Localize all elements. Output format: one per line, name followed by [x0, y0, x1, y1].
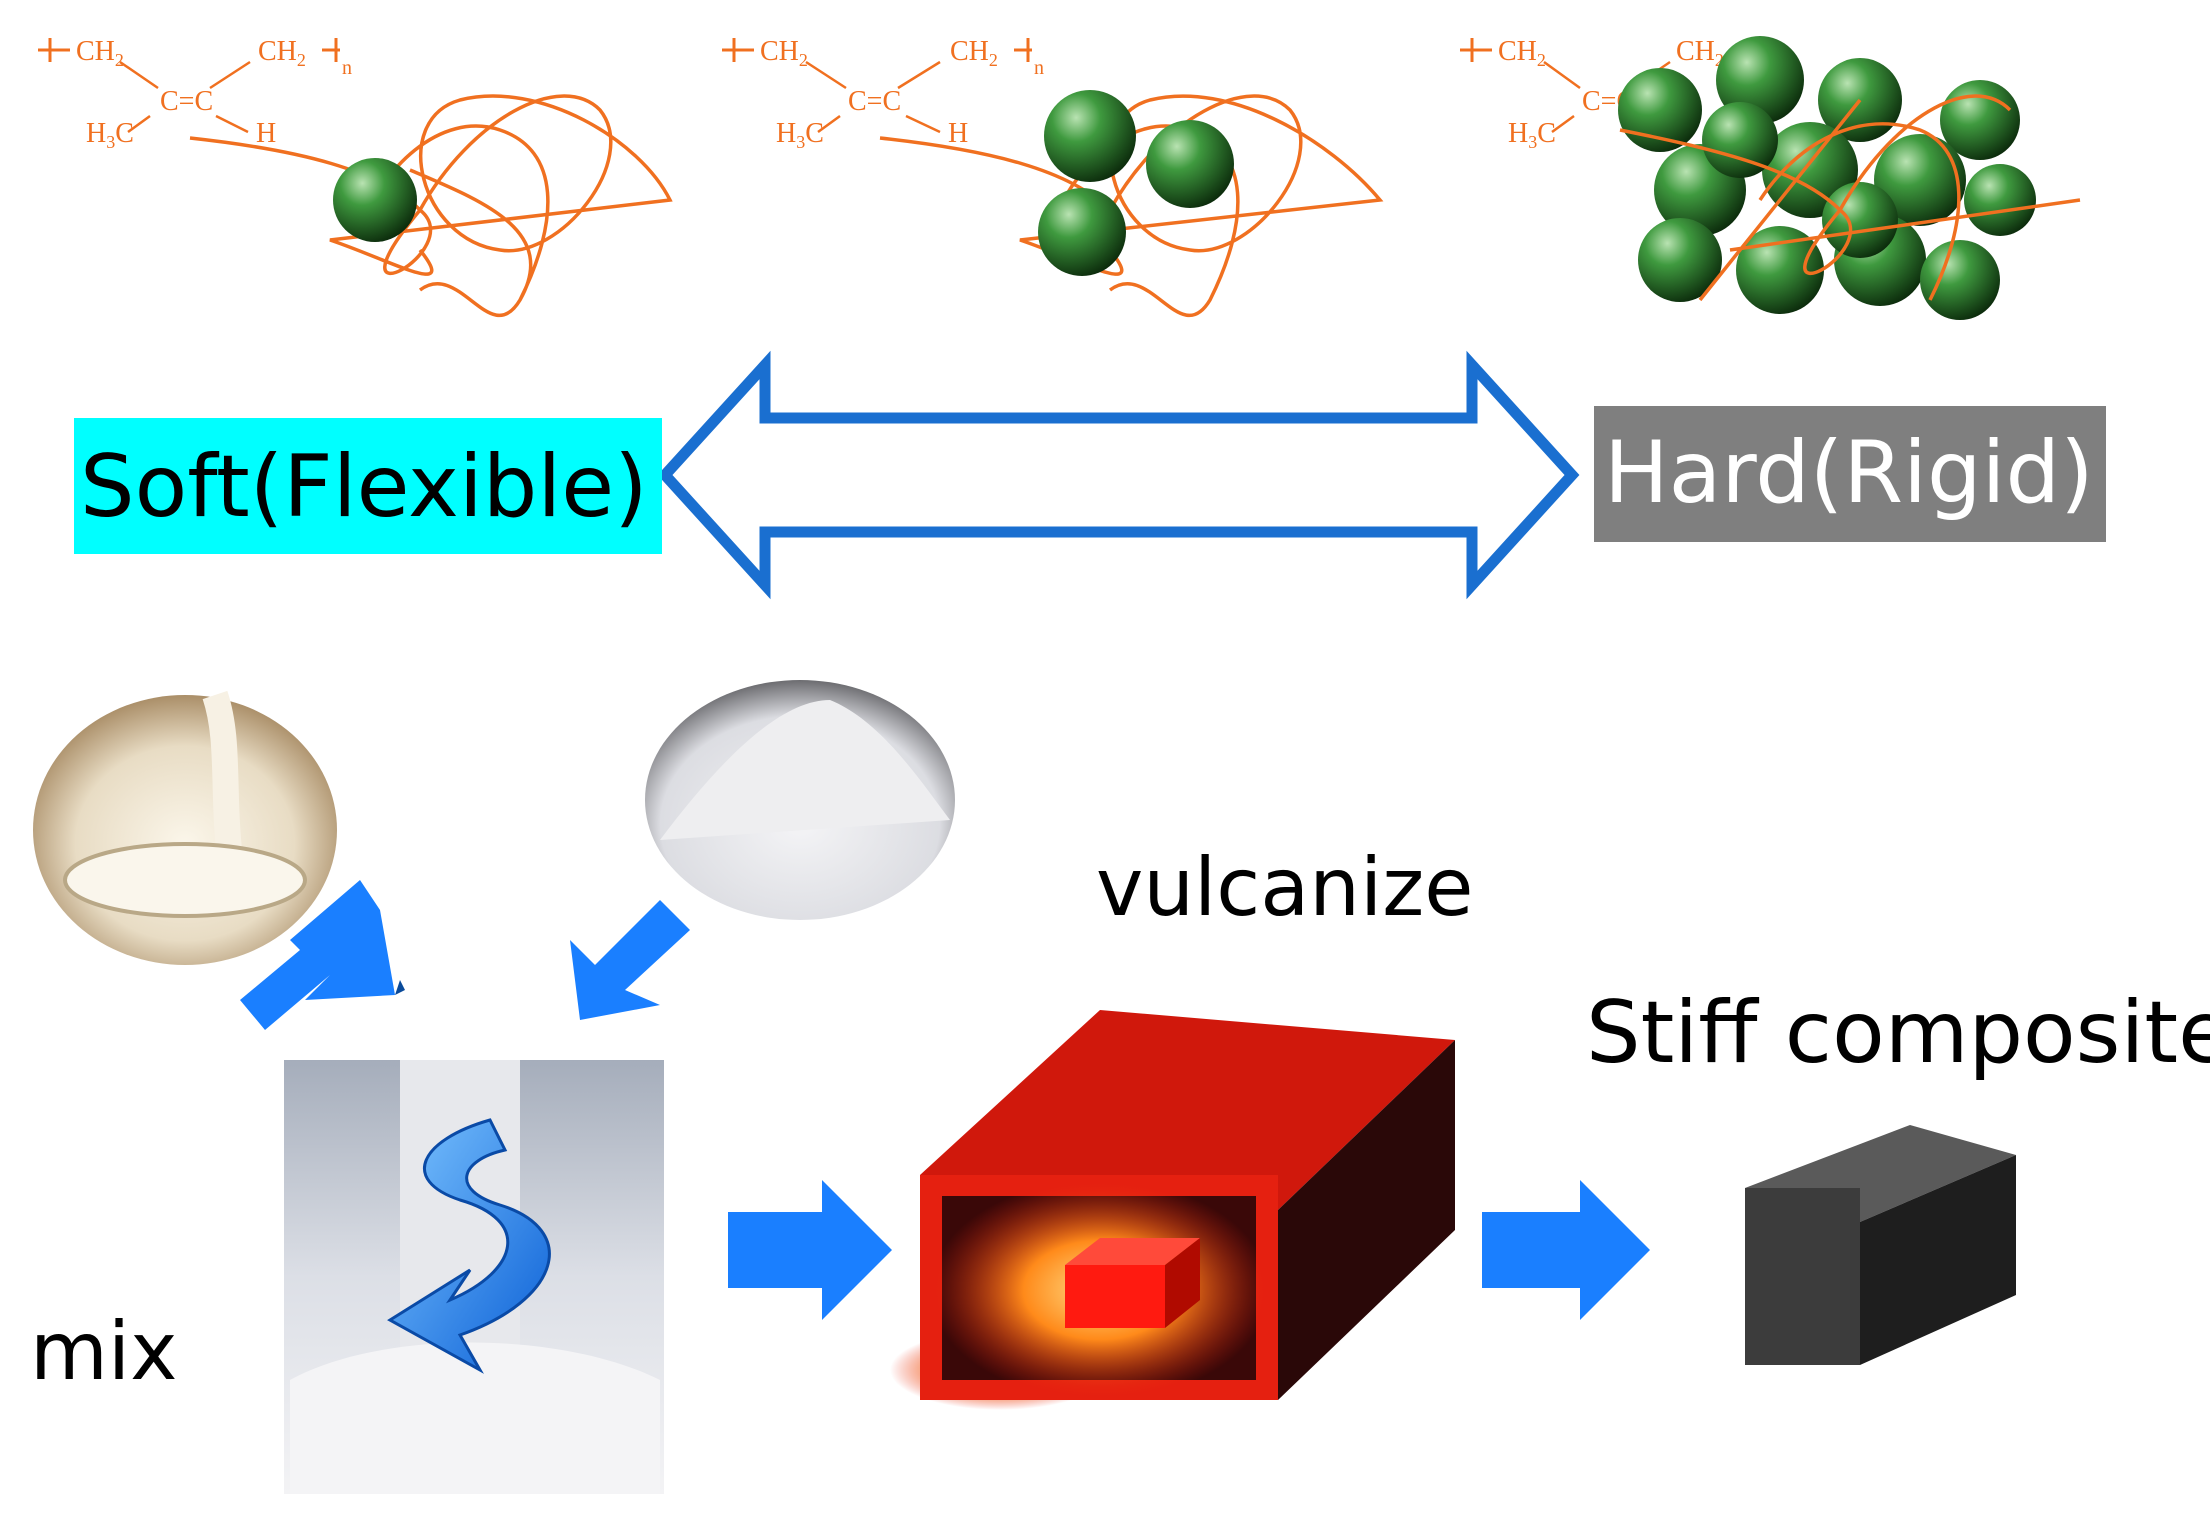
formula-n: n [342, 57, 352, 79]
svg-text:CH2: CH2 [1498, 36, 1546, 70]
polymer-panel-soft: CH2 C=C CH2 n H3C H [38, 36, 673, 318]
mix-label: mix [30, 1305, 178, 1398]
arrow-mix-to-oven [728, 1180, 892, 1320]
soft-flexible-label: Soft(Flexible) [74, 418, 662, 554]
filler-sphere [333, 158, 417, 242]
arrow-powder-to-mix [570, 900, 690, 1020]
svg-text:CH2: CH2 [950, 36, 998, 70]
polymer-formula: CH2 C=C CH2 n H3C H [722, 36, 1044, 152]
polymer-chain [1619, 94, 2081, 302]
polymer-panel-mid: CH2 C=C CH2 n H3C H [722, 36, 1384, 318]
filler-sphere [1146, 120, 1234, 208]
svg-text:H3C: H3C [1508, 118, 1556, 152]
mixing-swirl-icon [387, 1118, 551, 1374]
svg-text:CH2: CH2 [1676, 36, 1724, 70]
polymer-panel-hard: CH2 C=C CH2 H3C [1460, 36, 2081, 320]
svg-text:n: n [1034, 57, 1044, 79]
arrow-oven-to-composite [1482, 1180, 1650, 1320]
formula-h: H [256, 118, 276, 149]
oven-box-icon [890, 1010, 1455, 1410]
powder-photo [645, 680, 955, 920]
svg-text:C=C: C=C [848, 86, 901, 117]
formula-ch2-left: CH2 [76, 36, 124, 70]
filler-sphere [1044, 90, 1136, 182]
svg-text:H: H [948, 118, 968, 149]
composite-block-icon [1745, 1125, 2016, 1365]
filler-cluster [1618, 36, 2036, 320]
arrow-latex-to-mix [240, 880, 405, 1030]
mix-photo [284, 1060, 664, 1494]
hard-rigid-label: Hard(Rigid) [1594, 406, 2106, 542]
latex-photo [33, 690, 337, 965]
formula-ch2-right: CH2 [258, 36, 306, 70]
stiff-composite-label: Stiff composite [1586, 983, 2210, 1083]
vulcanize-label: vulcanize [1096, 841, 1474, 934]
formula-h3c: H3C [86, 118, 134, 152]
polymer-formula: CH2 C=C CH2 n H3C H [38, 36, 352, 152]
polymer-formula: CH2 C=C CH2 H3C [1460, 36, 1724, 152]
sample-block [1065, 1238, 1200, 1328]
filler-sphere [1038, 188, 1126, 276]
svg-text:H3C: H3C [776, 118, 824, 152]
formula-double-bond: C=C [160, 86, 213, 117]
polymer-chain [189, 94, 673, 318]
double-arrow-icon [657, 350, 1580, 600]
svg-text:CH2: CH2 [760, 36, 808, 70]
